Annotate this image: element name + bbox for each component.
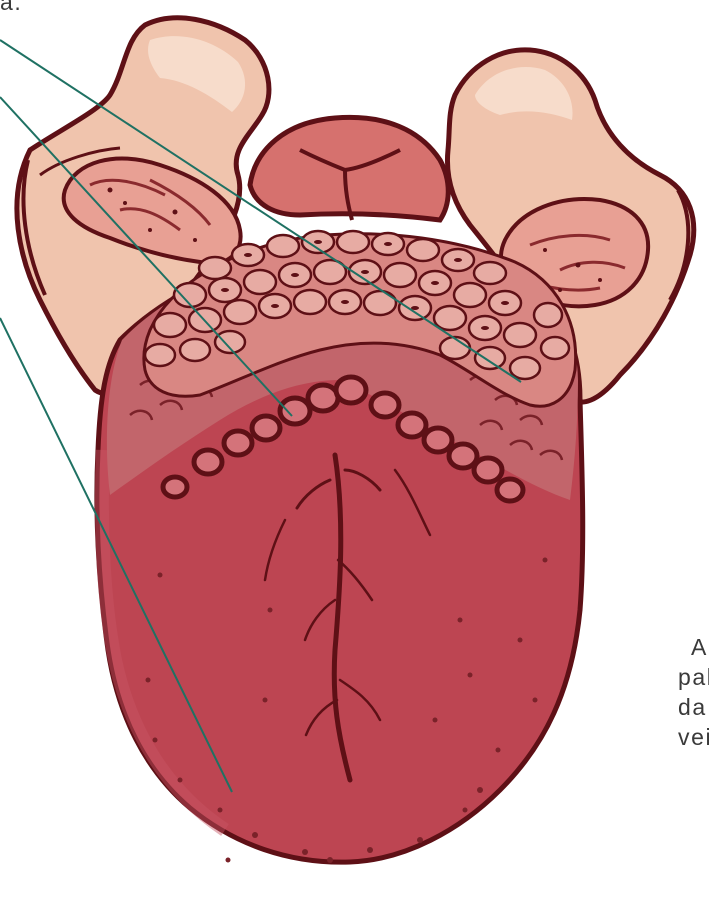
epiglottis xyxy=(250,117,448,220)
top-text-fragment: a. xyxy=(0,0,22,17)
right-text-fragment: A palh da l veis xyxy=(678,632,709,752)
right-text-line: da l xyxy=(678,692,709,722)
right-text-line: palh xyxy=(678,662,709,692)
right-text-line: A xyxy=(678,632,709,662)
right-text-line: veis xyxy=(678,722,709,752)
